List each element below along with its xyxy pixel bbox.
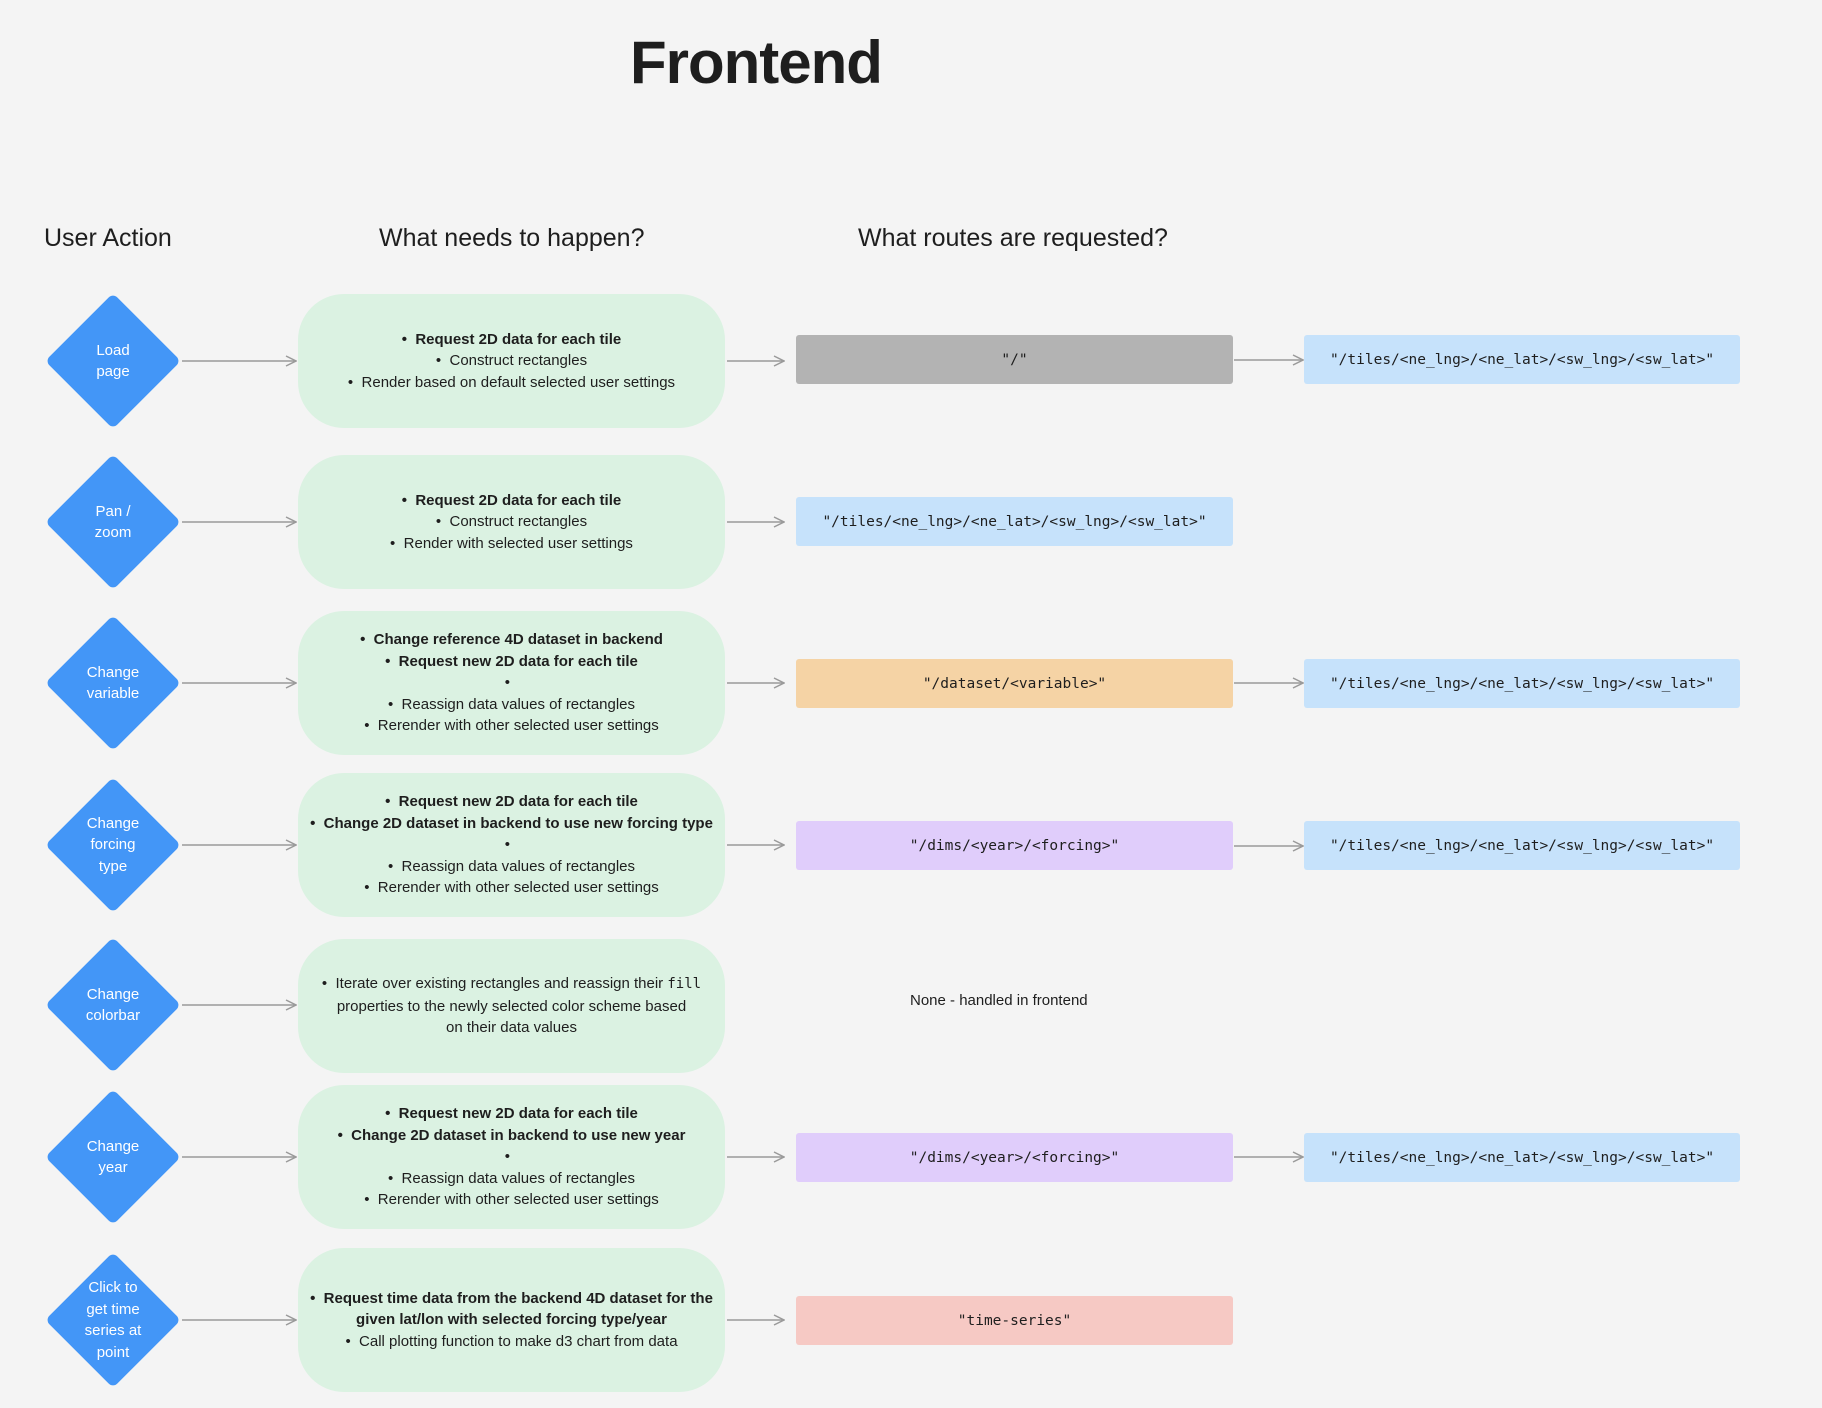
step-item: Rerender with other selected user settin… (360, 715, 663, 737)
route-note: None - handled in frontend (910, 992, 1088, 1009)
route-tiles: "/tiles/<ne_lng>/<ne_lat>/<sw_lng>/<sw_l… (1304, 1133, 1740, 1182)
step-item: Reassign data values of rectangles (310, 856, 713, 878)
column-header-routes: What routes are requested? (858, 224, 1168, 252)
spacer (310, 834, 713, 856)
route-dims: "/dims/<year>/<forcing>" (796, 821, 1233, 870)
step-item: Change reference 4D dataset in backend (360, 629, 663, 651)
route-root: "/" (796, 335, 1233, 384)
route-dims: "/dims/<year>/<forcing>" (796, 1133, 1233, 1182)
step-item: Render based on default selected user se… (348, 372, 676, 394)
route-tiles: "/tiles/<ne_lng>/<ne_lat>/<sw_lng>/<sw_l… (1304, 659, 1740, 708)
step-item: Request new 2D data for each tile (310, 791, 713, 813)
user-action-change-year: Change year (86, 1137, 140, 1177)
step-item: Request new 2D data for each tile (338, 1103, 686, 1125)
step-continuation: on their data values (446, 1019, 577, 1037)
user-action-change-variable: Change variable (86, 663, 140, 703)
spacer (338, 1146, 686, 1168)
route-tiles: "/tiles/<ne_lng>/<ne_lat>/<sw_lng>/<sw_l… (796, 497, 1233, 546)
step-item: Construct rectangles (348, 350, 675, 372)
step-code: fill (667, 976, 702, 993)
step-item: • Call plotting function to make d3 char… (345, 1332, 678, 1350)
step-continuation: properties to the newly selected color s… (336, 997, 687, 1015)
process-box-pan-zoom: Request 2D data for each tile Construct … (298, 455, 725, 589)
route-time-series: "time-series" (796, 1296, 1233, 1345)
step-item: Rerender with other selected user settin… (338, 1189, 686, 1211)
process-box-time-series: • Request time data from the backend 4D … (298, 1248, 725, 1392)
user-action-click-time-series: Click to get time series at point (84, 1279, 142, 1361)
user-action-change-colorbar: Change colorbar (85, 985, 141, 1025)
page-title: Frontend (630, 29, 883, 96)
step-item: Reassign data values of rectangles (360, 694, 663, 716)
user-action-change-forcing-type: Change forcing type (86, 814, 140, 875)
step-item: Request 2D data for each tile (390, 490, 633, 512)
step-item: Render with selected user settings (390, 533, 633, 555)
step-item: Change 2D dataset in backend to use new … (338, 1125, 685, 1147)
step-item: • Request time data from the backend 4D … (310, 1289, 713, 1307)
step-item: Reassign data values of rectangles (338, 1168, 686, 1190)
step-continuation: given lat/lon with selected forcing type… (356, 1311, 667, 1329)
step-text: Iterate over existing rectangles and rea… (335, 975, 668, 993)
column-header-what-happens: What needs to happen? (379, 224, 645, 252)
step-item: • Iterate over existing rectangles and r… (321, 975, 702, 993)
route-tiles: "/tiles/<ne_lng>/<ne_lat>/<sw_lng>/<sw_l… (1304, 335, 1740, 384)
step-item: Request new 2D data for each tile (360, 651, 663, 673)
step-text: Call plotting function to make d3 chart … (359, 1332, 678, 1350)
spacer (360, 672, 663, 694)
process-box-change-forcing-type: Request new 2D data for each tile Change… (298, 773, 725, 917)
process-box-change-colorbar: • Iterate over existing rectangles and r… (298, 939, 725, 1073)
step-text: Request time data from the backend 4D da… (323, 1289, 713, 1307)
step-item: Request 2D data for each tile (348, 329, 675, 351)
process-box-change-variable: Change reference 4D dataset in backend R… (298, 611, 725, 755)
column-header-user-action: User Action (44, 224, 172, 252)
step-item: Rerender with other selected user settin… (310, 877, 713, 899)
process-box-change-year: Request new 2D data for each tile Change… (298, 1085, 725, 1229)
user-action-load-page: Load page (96, 341, 130, 381)
user-action-pan-zoom: Pan / zoom (94, 502, 132, 542)
route-dataset: "/dataset/<variable>" (796, 659, 1233, 708)
route-tiles: "/tiles/<ne_lng>/<ne_lat>/<sw_lng>/<sw_l… (1304, 821, 1740, 870)
step-item: Change 2D dataset in backend to use new … (310, 813, 713, 835)
step-item: Construct rectangles (390, 511, 633, 533)
process-box-load-page: Request 2D data for each tile Construct … (298, 294, 725, 428)
